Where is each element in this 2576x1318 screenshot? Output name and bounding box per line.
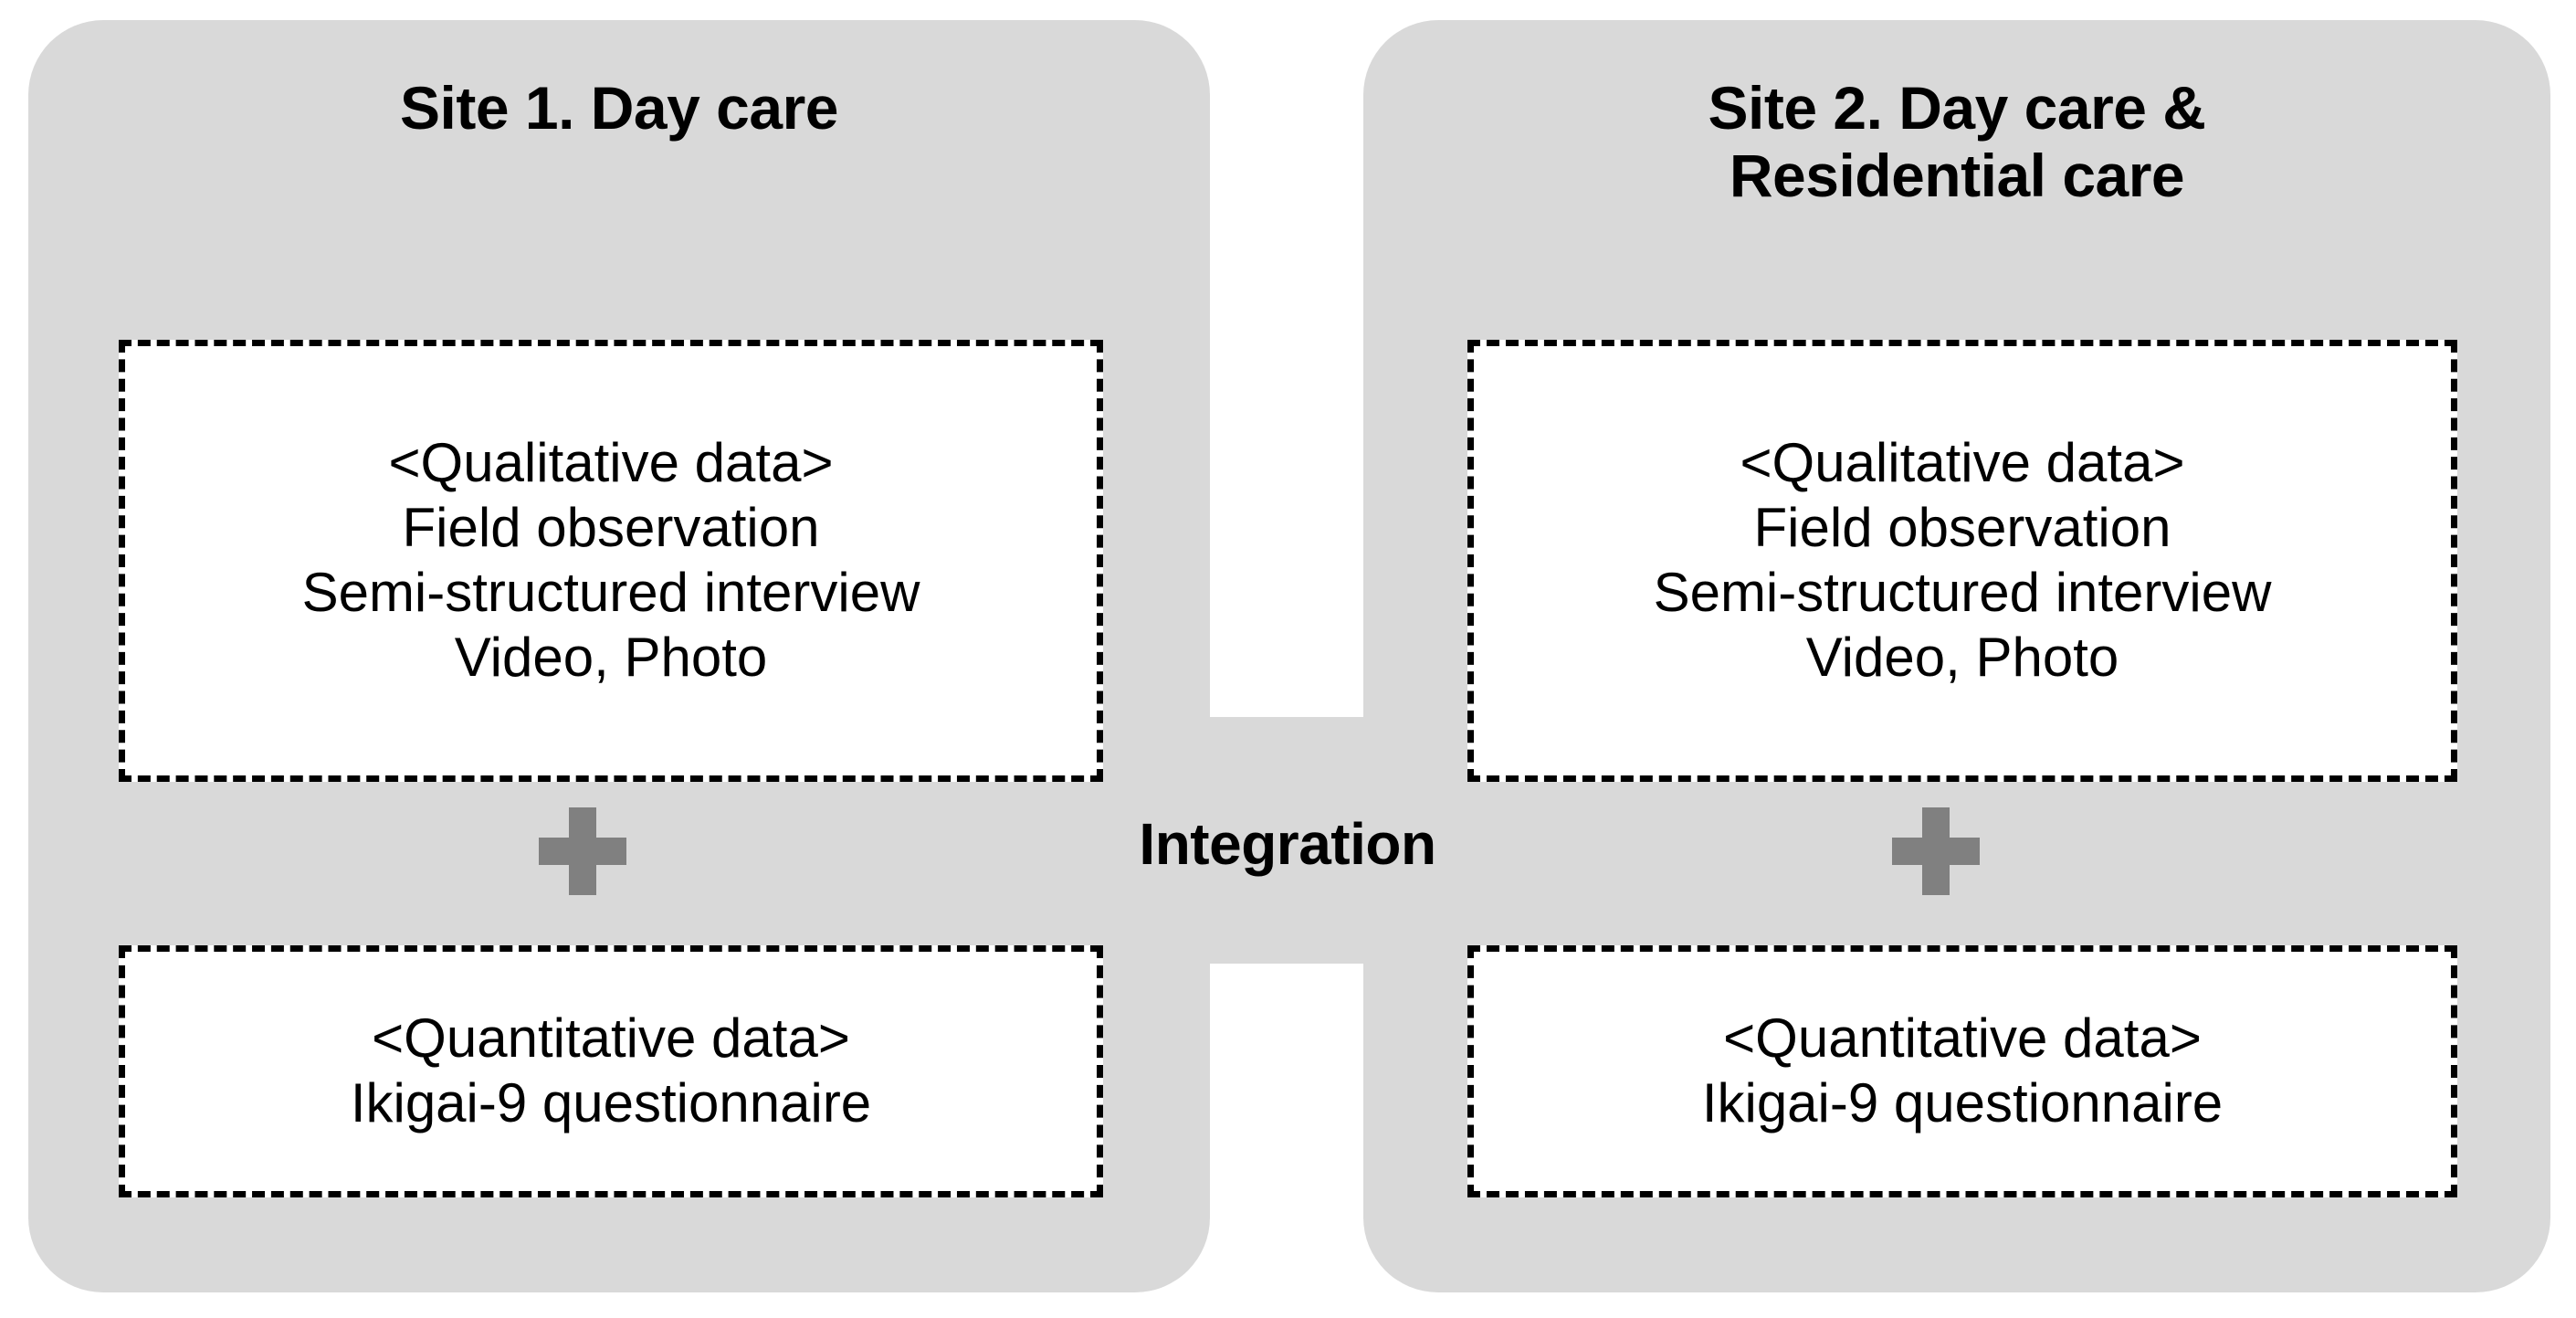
site-1-qualitative-item-2: Semi-structured interview — [301, 562, 920, 623]
site-2-qualitative-item-1: Field observation — [1753, 497, 2171, 559]
site-1-qualitative-heading: <Qualitative data> — [388, 432, 834, 494]
site-2-title-line-1: Site 2. Day care & — [1708, 74, 2206, 142]
site-1-title: Site 1. Day care — [400, 74, 838, 142]
site-2-quantitative-heading: <Quantitative data> — [1723, 1007, 2202, 1070]
site-2-quantitative-box: <Quantitative data> Ikigai-9 questionnai… — [1467, 945, 2457, 1197]
plus-icon-vertical-bar — [569, 807, 596, 895]
site-2-qualitative-item-3: Video, Photo — [1805, 626, 2119, 688]
site-1-qualitative-item-3: Video, Photo — [454, 626, 768, 688]
site-2-qualitative-item-2: Semi-structured interview — [1653, 562, 2272, 623]
site-2-title-line-2: Residential care — [1729, 141, 2185, 209]
site-1-qualitative-item-1: Field observation — [402, 497, 820, 559]
site-1-quantitative-heading: <Quantitative data> — [372, 1007, 850, 1070]
site-2-qualitative-heading: <Qualitative data> — [1740, 432, 2185, 494]
integration-bridge — [1187, 717, 1388, 964]
site-1-quantitative-box: <Quantitative data> Ikigai-9 questionnai… — [119, 945, 1103, 1197]
site-2-title: Site 2. Day care &Residential care — [1363, 74, 2550, 210]
site-2-quantitative-item-1: Ikigai-9 questionnaire — [1701, 1072, 2224, 1133]
site-1-qualitative-box: <Qualitative data> Field observation Sem… — [119, 340, 1103, 782]
site-1-quantitative-item-1: Ikigai-9 questionnaire — [350, 1072, 872, 1133]
site-1-plus-icon — [539, 807, 626, 895]
site-2-plus-icon — [1892, 807, 1980, 895]
plus-icon-vertical-bar — [1922, 807, 1950, 895]
integration-label: Integration — [1139, 811, 1436, 877]
site-2-qualitative-box: <Qualitative data> Field observation Sem… — [1467, 340, 2457, 782]
